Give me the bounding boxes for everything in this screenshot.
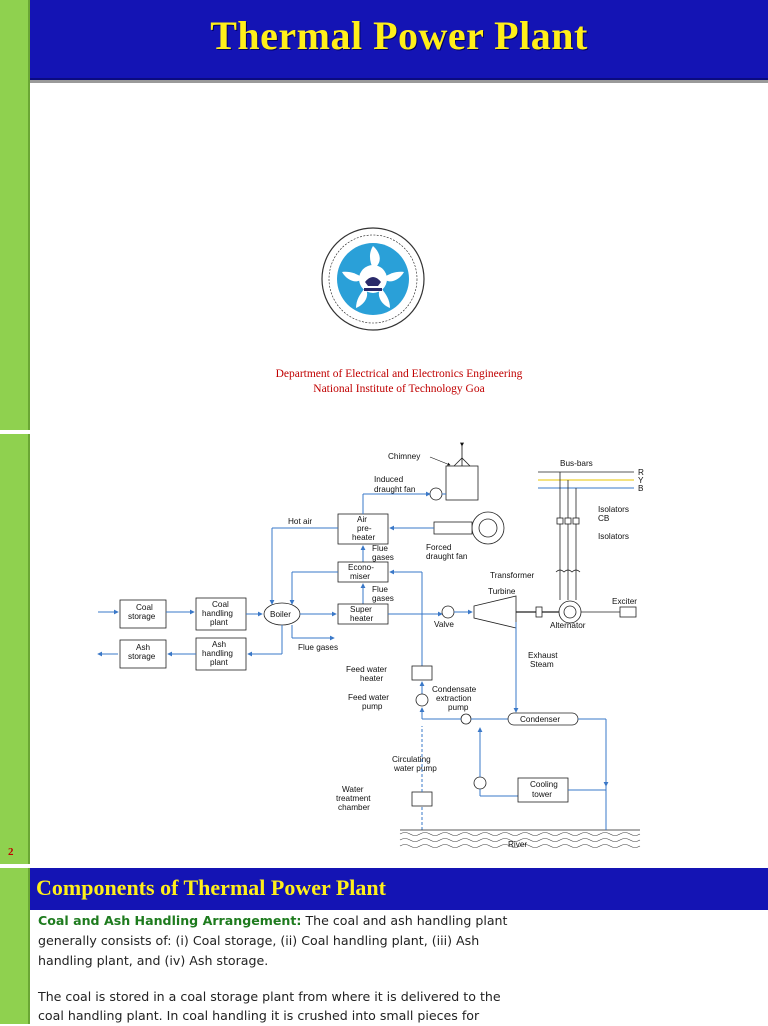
forced-fan-label-2: draught fan <box>426 552 468 561</box>
ash-handling-box <box>195 637 247 671</box>
water-treatment-box <box>411 791 433 807</box>
title-underline <box>30 80 768 83</box>
forced-fan-label-1: Forced <box>426 543 452 552</box>
condensate-pump-symbol <box>460 713 472 725</box>
ash-storage-box <box>119 639 167 669</box>
ash-handling-label-1: Ash <box>212 640 227 649</box>
coal-storage-label-1: Coal <box>136 603 153 612</box>
coal-handling-box <box>195 597 247 631</box>
chimney-label: Chimney <box>388 452 421 461</box>
condenser-label: Condenser <box>520 715 560 724</box>
circulating-label-1: Circulating <box>392 755 431 764</box>
ash-handling-label-2: handling <box>202 649 233 658</box>
cooling-tower-label-2: tower <box>532 790 552 799</box>
super-heater-label-2: heater <box>350 614 373 623</box>
flue-gases-2b-label: gases <box>372 594 394 603</box>
para1-line1-text: The coal and ash handling plant <box>301 913 508 928</box>
economiser-label-2: miser <box>350 572 370 581</box>
air-preheater-label-1: Air <box>357 515 367 524</box>
feed-water-heater-label-1: Feed water <box>346 665 387 674</box>
slide3-title: Components of Thermal Power Plant <box>36 875 386 900</box>
ash-storage-label-2: storage <box>128 652 156 661</box>
exhaust-steam-label-1: Exhaust <box>528 651 558 660</box>
feed-water-pump-label-2: pump <box>362 702 383 711</box>
institute-logo <box>321 227 425 331</box>
phase-r-label: R <box>638 468 644 477</box>
cooling-tower-label-1: Cooling <box>530 780 558 789</box>
page-number: 2 <box>8 846 14 858</box>
para1-line2: generally consists of: (i) Coal storage,… <box>38 933 480 948</box>
transformer-label: Transformer <box>490 571 535 580</box>
flue-gases-1a-label: Flue <box>372 544 388 553</box>
coal-handling-label-3: plant <box>210 618 228 627</box>
transformer-symbol <box>555 569 581 573</box>
induced-fan-label-1: Induced <box>374 475 404 484</box>
slide3-title-bar: Components of Thermal Power Plant <box>30 868 768 910</box>
para2-line2: coal handling plant. In coal handling it… <box>38 1008 480 1023</box>
slide1-title-bar: Thermal Power Plant <box>30 0 768 80</box>
circulating-label-2: water pump <box>393 764 437 773</box>
economiser-label-1: Econo- <box>348 563 374 572</box>
air-preheater-label-2: pre- <box>357 524 372 533</box>
river-waves <box>399 832 641 848</box>
para2-line1: The coal is stored in a coal storage pla… <box>38 989 501 1004</box>
phase-y-label: Y <box>638 476 644 485</box>
induced-fan-label-2: draught fan <box>374 485 416 494</box>
bus-bars-label: Bus-bars <box>560 459 593 468</box>
valve-symbol <box>441 605 455 619</box>
coal-handling-label-1: Coal <box>212 600 229 609</box>
slide1-side-bar <box>0 0 30 430</box>
isolators-label: Isolators <box>598 532 629 541</box>
coal-storage-label-2: storage <box>128 612 156 621</box>
super-heater-label-1: Super <box>350 605 372 614</box>
flue-gases-1b-label: gases <box>372 553 394 562</box>
para1-line3: handling plant, and (iv) Ash storage. <box>38 953 269 968</box>
condensate-label-3: pump <box>448 703 469 712</box>
feed-water-pump-label-1: Feed water <box>348 693 389 702</box>
water-treatment-label-1: Water <box>342 785 364 794</box>
condensate-label-1: Condensate <box>432 685 477 694</box>
chimney <box>445 465 479 501</box>
boiler-label: Boiler <box>270 610 291 619</box>
condensate-label-2: extraction <box>436 694 472 703</box>
department-name: Department of Electrical and Electronics… <box>275 368 523 380</box>
coal-handling-label-2: handling <box>202 609 233 618</box>
hot-air-label: Hot air <box>288 517 312 526</box>
para1-line1: Coal and Ash Handling Arrangement: The c… <box>38 911 583 931</box>
valve-label: Valve <box>434 620 454 629</box>
isolators-cb-label-2: CB <box>598 514 610 523</box>
coal-storage-box <box>119 599 167 629</box>
slide3-side-bar <box>0 868 30 1024</box>
water-treatment-label-2: treatment <box>336 794 371 803</box>
flue-gases-3-label: Flue gases <box>298 643 338 652</box>
institute-name: National Institute of Technology Goa <box>313 383 485 395</box>
induced-fan-symbol <box>429 487 443 501</box>
feed-water-heater-label-2: heater <box>360 674 383 683</box>
river-label: River <box>508 840 527 849</box>
exciter-label: Exciter <box>612 597 637 606</box>
phase-b-label: B <box>638 484 644 493</box>
exhaust-steam-label-2: Steam <box>530 660 554 669</box>
air-preheater-label-3: heater <box>352 533 375 542</box>
slide2-side-bar <box>0 434 30 864</box>
thermal-plant-schematic: Chimney Induced draught fan Air pre- hea… <box>97 442 644 849</box>
ash-storage-label-1: Ash <box>136 643 151 652</box>
exciter-box <box>619 606 637 618</box>
flue-gases-2a-label: Flue <box>372 585 388 594</box>
feed-water-heater-box <box>411 665 433 681</box>
para1-heading: Coal and Ash Handling Arrangement: <box>38 913 302 928</box>
ash-handling-label-3: plant <box>210 658 228 667</box>
alternator-label: Alternator <box>550 621 586 630</box>
slide1-title: Thermal Power Plant <box>210 13 588 58</box>
turbine-label: Turbine <box>488 587 516 596</box>
circulating-pump-symbol <box>473 776 487 790</box>
air-preheater-box <box>337 513 389 545</box>
turbine-symbol <box>473 595 517 629</box>
feed-water-pump-symbol <box>415 693 429 707</box>
water-treatment-label-3: chamber <box>338 803 370 812</box>
isolators-cb-label-1: Isolators <box>598 505 629 514</box>
